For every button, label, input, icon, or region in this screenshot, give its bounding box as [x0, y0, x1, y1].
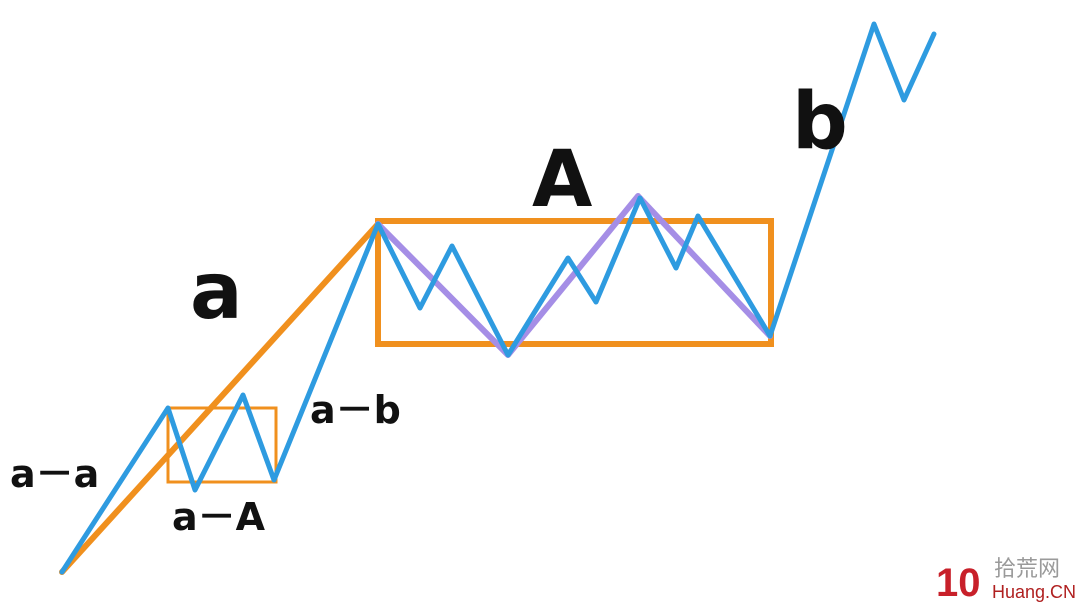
label-a: a [190, 247, 243, 337]
watermark-logo: 10 [936, 561, 981, 605]
watermark-site-en: Huang.CN [992, 582, 1076, 602]
large-consolidation-box [375, 218, 774, 347]
label-A: A [532, 135, 592, 225]
label-b: b [792, 77, 848, 167]
label-a-b: a－b [310, 388, 401, 432]
label-a-A: a－A [172, 495, 266, 539]
price-line [59, 21, 937, 575]
small-consolidation-box [166, 406, 278, 484]
label-a-a: a－a [10, 452, 99, 496]
watermark-site-cn: 拾荒网 [994, 557, 1060, 582]
consolidation-path [375, 193, 773, 358]
watermark: 10 拾荒网 Huang.CN [936, 557, 1076, 605]
trend-line-a [59, 221, 381, 575]
